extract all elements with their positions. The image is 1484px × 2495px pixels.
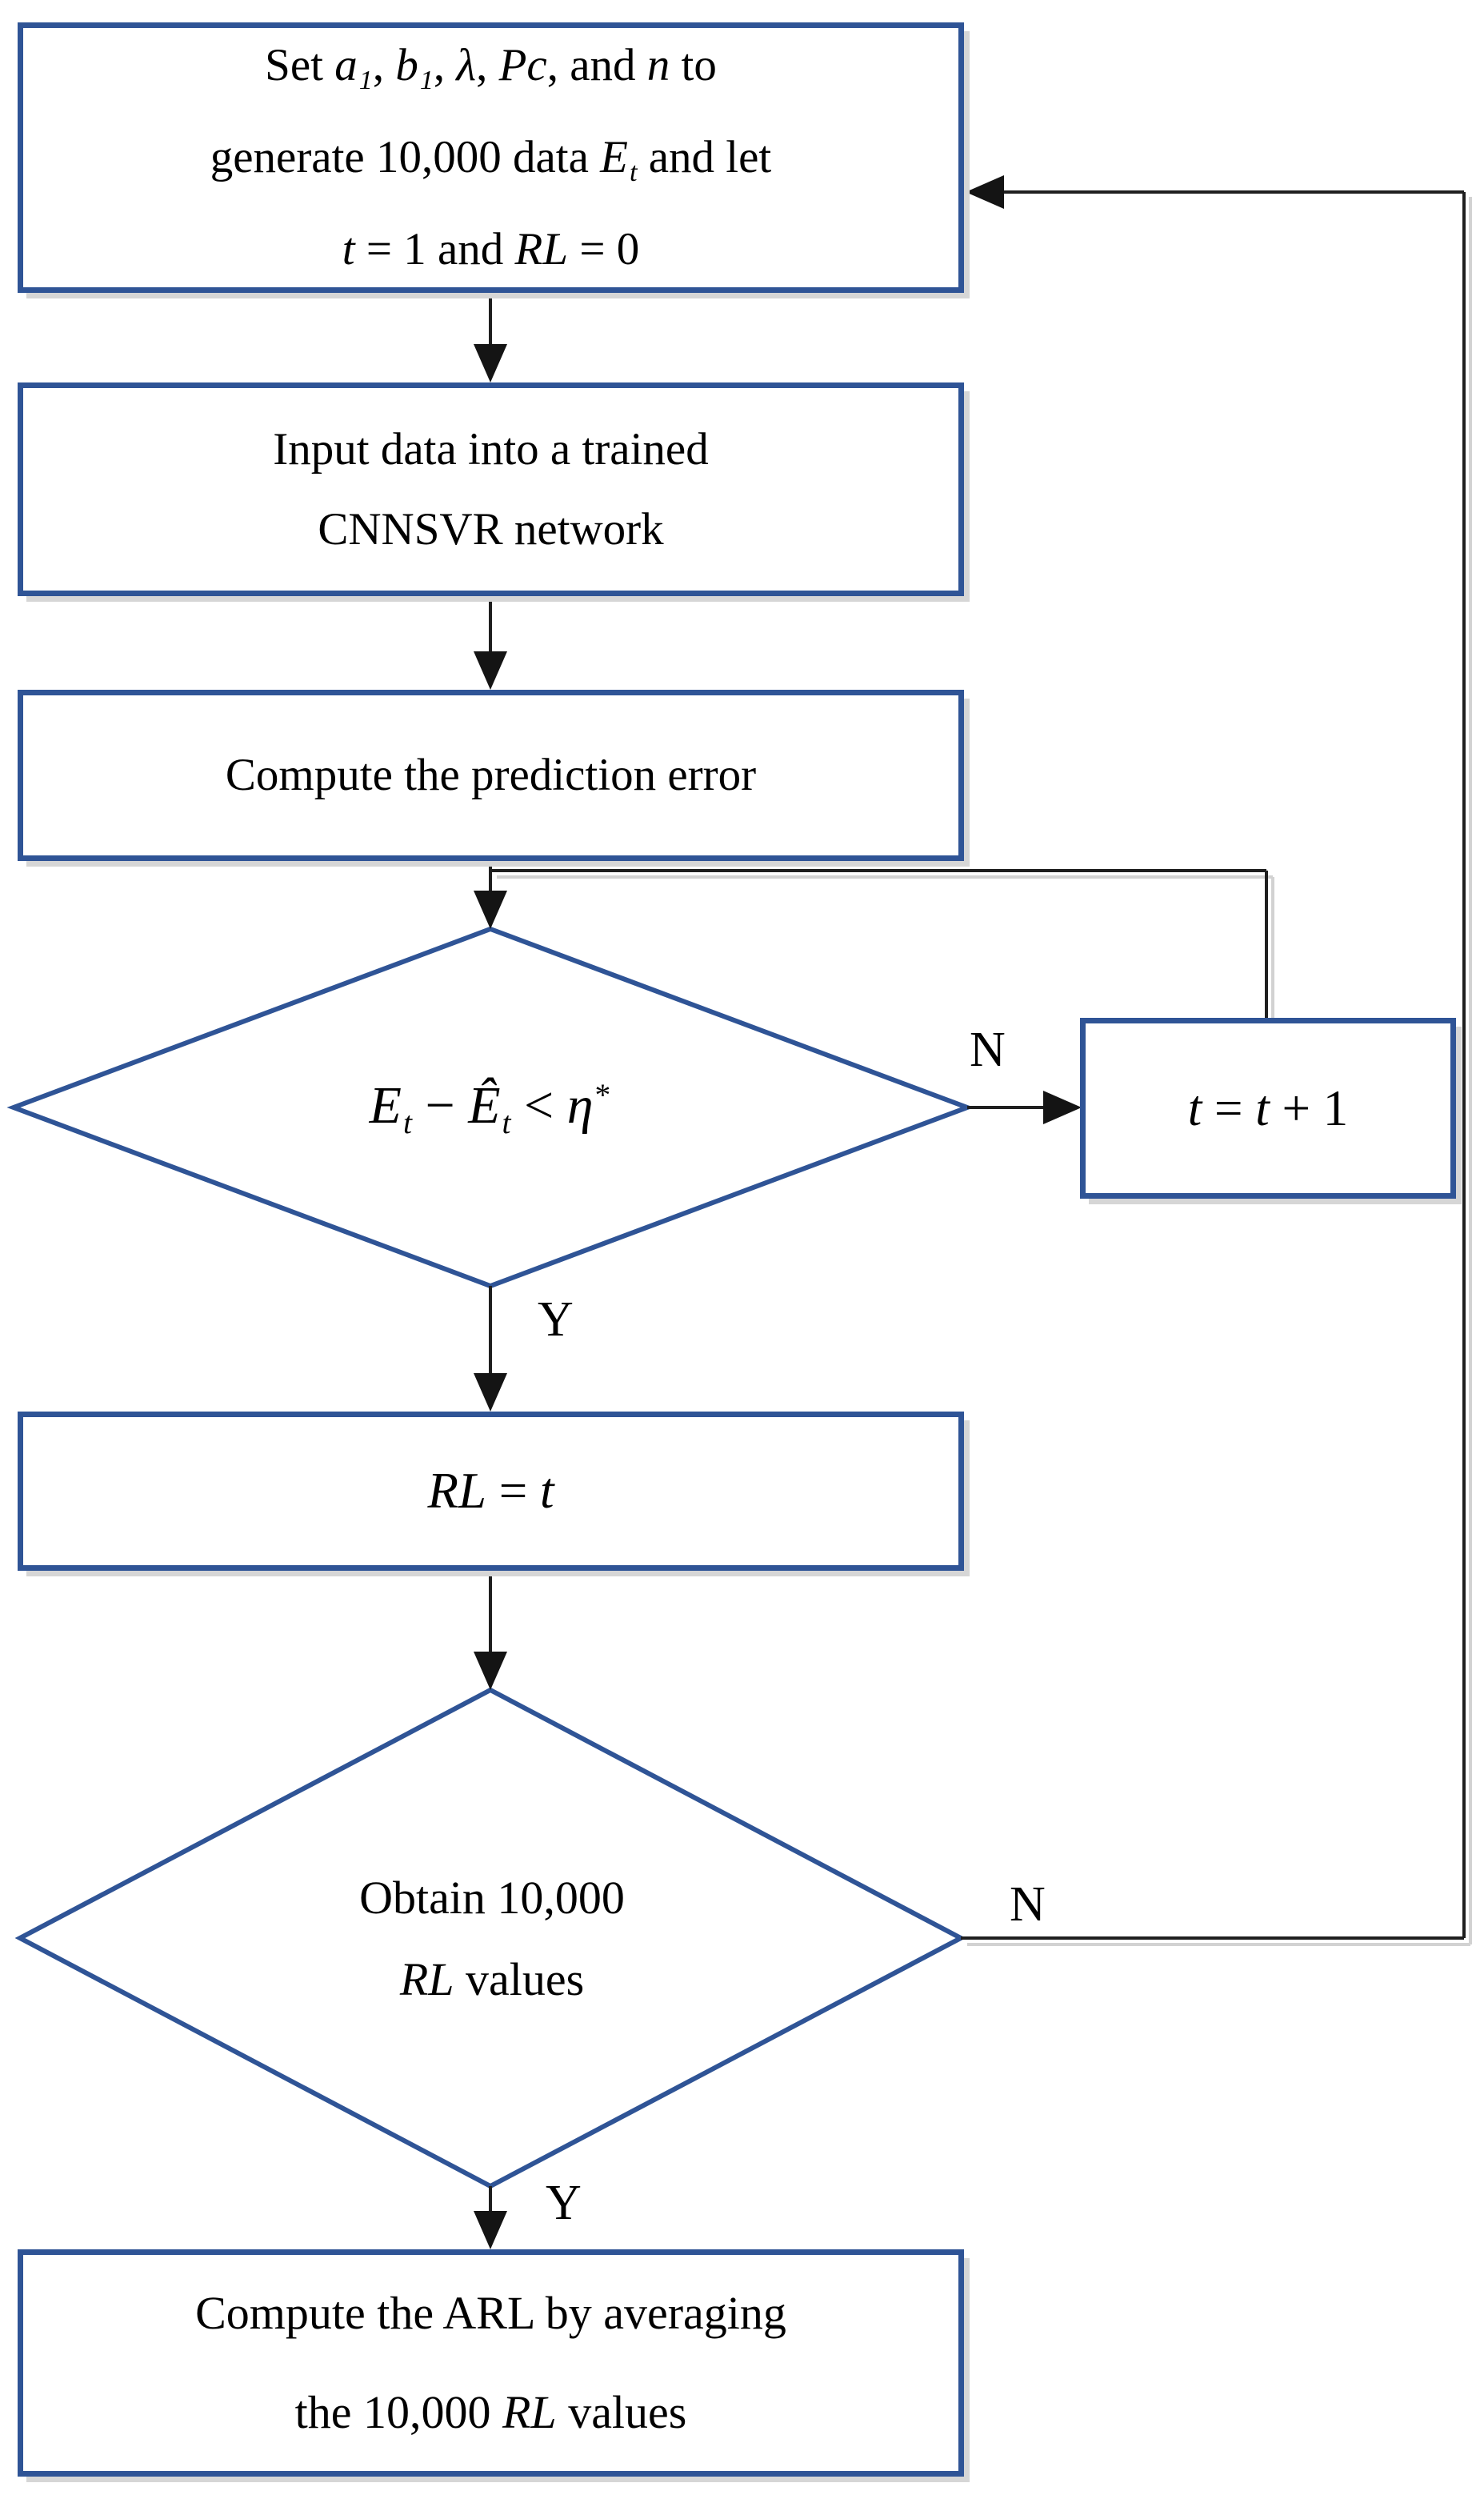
node-input-data: Input data into a trained CNNSVR network xyxy=(18,382,964,596)
text-segment: values xyxy=(556,2386,687,2438)
text-segment: Compute the ARL by averaging xyxy=(195,2287,786,2339)
text-segment: , xyxy=(476,40,499,91)
node-compute-arl: Compute the ARL by averaging the 10,000 … xyxy=(18,2249,964,2477)
text-segment: η xyxy=(566,1076,594,1135)
arrowhead-into-increment xyxy=(1043,1091,1082,1124)
node-compute-arl-line2: the 10,000 RL values xyxy=(295,2363,687,2462)
decision2-line1: Obtain 10,000 xyxy=(359,1857,625,1939)
text-segment: , xyxy=(372,40,396,91)
arrowhead-into-init xyxy=(966,175,1004,209)
decision1-yes-label: Y xyxy=(538,1292,574,1347)
node-initialize-line1: Set a1, b1, λ, Pc, and n to xyxy=(265,27,717,119)
text-segment: 1 xyxy=(358,66,373,95)
text-segment: − xyxy=(411,1076,469,1135)
node-assign-rl: RL = t xyxy=(18,1412,964,1571)
arrowhead-into-error xyxy=(474,651,507,690)
text-segment: + 1 xyxy=(1269,1079,1349,1136)
text-segment: t xyxy=(402,1104,412,1140)
decision2-text: Obtain 10,000 RL values xyxy=(92,1855,892,2023)
text-segment: t xyxy=(630,157,638,187)
text-segment: , xyxy=(433,40,457,91)
arrowhead-into-final xyxy=(474,2211,507,2249)
text-segment: t xyxy=(1187,1079,1202,1136)
text-segment: generate 10,000 data xyxy=(210,132,601,182)
text-segment: λ xyxy=(456,40,477,91)
text-segment: = xyxy=(486,1463,541,1519)
text-segment: t xyxy=(342,223,355,274)
text-segment: n xyxy=(646,40,670,91)
text-segment: * xyxy=(594,1077,611,1113)
node-input-data-line1: Input data into a trained xyxy=(273,410,708,490)
node-initialize-line3: t = 1 and RL = 0 xyxy=(342,211,639,288)
text-segment: values xyxy=(454,1953,585,2005)
node-compute-error-line1: Compute the prediction error xyxy=(226,735,756,815)
text-segment: Obtain 10,000 xyxy=(359,1872,625,1924)
text-segment: E xyxy=(369,1076,402,1135)
node-compute-arl-line1: Compute the ARL by averaging xyxy=(195,2264,786,2363)
arrowhead-into-input xyxy=(474,344,507,382)
decision2-no-label: N xyxy=(1010,1877,1046,1932)
text-segment: RL xyxy=(427,1463,486,1519)
text-segment: RL xyxy=(502,2386,557,2438)
text-segment: t xyxy=(502,1104,511,1140)
text-segment: t xyxy=(1255,1079,1270,1136)
node-increment-t: t = t + 1 xyxy=(1080,1018,1456,1199)
node-compute-error: Compute the prediction error xyxy=(18,690,964,861)
arrowhead-into-assign xyxy=(474,1373,507,1412)
text-segment: 1 xyxy=(419,66,434,95)
text-segment: = xyxy=(1202,1079,1256,1136)
text-segment: to xyxy=(670,40,717,91)
node-increment-t-line1: t = t + 1 xyxy=(1188,1079,1349,1138)
text-segment: the 10,000 xyxy=(294,2386,502,2438)
text-segment: Compute the prediction error xyxy=(225,750,757,800)
text-segment: = 0 xyxy=(568,223,640,274)
text-segment: , and xyxy=(546,40,647,91)
text-segment: E xyxy=(600,132,628,182)
text-segment: b xyxy=(395,40,418,91)
text-segment: RL xyxy=(514,223,569,274)
text-segment: CNNSVR network xyxy=(318,503,664,555)
text-segment: t xyxy=(540,1463,554,1519)
text-segment: and let xyxy=(637,132,772,182)
node-assign-rl-line1: RL = t xyxy=(427,1462,554,1520)
node-initialize: Set a1, b1, λ, Pc, and n to generate 10,… xyxy=(18,22,964,293)
text-segment: Ê xyxy=(468,1076,501,1135)
node-input-data-line2: CNNSVR network xyxy=(318,490,663,570)
decision2-line2: RL values xyxy=(400,1939,584,2020)
decision1-text: Et − Êt < η* xyxy=(128,1036,852,1180)
arrowhead-into-decision2 xyxy=(474,1652,507,1690)
decision1-formula: Et − Êt < η* xyxy=(370,1075,611,1141)
text-segment: a xyxy=(334,40,358,91)
decision1-no-label: N xyxy=(970,1023,1006,1077)
text-segment: < xyxy=(510,1076,567,1135)
text-segment: Set xyxy=(265,40,335,91)
text-segment: Pc xyxy=(498,40,547,91)
text-segment: = 1 and xyxy=(354,223,515,274)
node-initialize-line2: generate 10,000 data Et and let xyxy=(210,119,772,211)
text-segment: RL xyxy=(399,1953,454,2005)
text-segment: Input data into a trained xyxy=(273,423,709,475)
decision2-yes-label: Y xyxy=(546,2176,582,2230)
arrowhead-into-decision1 xyxy=(474,891,507,929)
